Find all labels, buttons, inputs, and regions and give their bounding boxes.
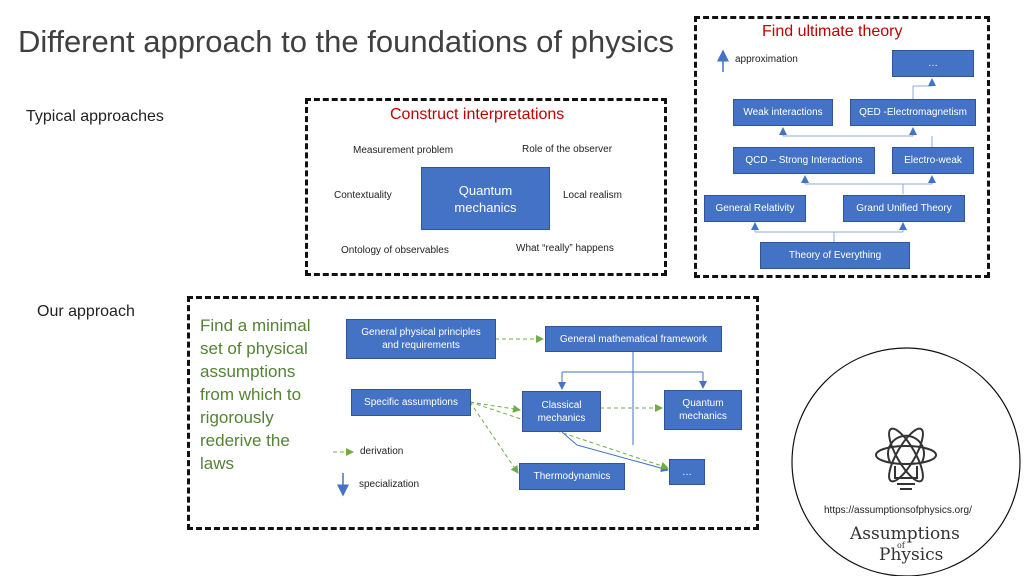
classical-mechanics-box: Classical mechanics	[522, 391, 601, 432]
our-approach-label: Our approach	[37, 303, 135, 320]
legend-derivation-label: derivation	[360, 446, 404, 457]
ultimate-theory-region	[694, 16, 990, 278]
interpretations-heading: Construct interpretations	[390, 106, 565, 123]
logo-text-of: of	[897, 541, 905, 550]
measurement-problem-label: Measurement problem	[353, 145, 454, 156]
general-principles-box: General physical principles and requirem…	[346, 319, 496, 359]
bulb-atom-icon	[875, 427, 937, 490]
contextuality-label: Contextuality	[334, 190, 392, 201]
our-approach-region	[187, 296, 759, 530]
typical-approaches-label: Typical approaches	[26, 108, 164, 125]
website-link[interactable]: https://assumptionsofphysics.org/	[824, 505, 972, 516]
ultimate-tree-lines	[717, 49, 936, 242]
our-approach-lines	[333, 335, 707, 497]
ellipsis-derived-box: …	[669, 459, 705, 485]
role-of-observer-label: Role of the observer	[522, 144, 613, 155]
logo-text-physics: Physics	[879, 545, 944, 565]
specific-assumptions-box: Specific assumptions	[351, 389, 471, 416]
qcd-box: QCD – Strong Interactions	[733, 147, 875, 174]
quantum-mechanics-center-box: Quantum mechanics	[421, 167, 550, 230]
approximation-label: approximation	[735, 54, 798, 65]
weak-interactions-box: Weak interactions	[733, 99, 833, 126]
ellipsis-theory-box: …	[892, 50, 974, 77]
logo-text-assumptions: Assumptions	[850, 524, 960, 544]
legend-specialization-label: specialization	[359, 479, 420, 490]
what-really-happens-label: What “really” happens	[516, 243, 614, 254]
local-realism-label: Local realism	[563, 190, 622, 201]
interpretations-region	[305, 98, 667, 276]
general-relativity-box: General Relativity	[704, 195, 806, 222]
theory-of-everything-box: Theory of Everything	[760, 242, 910, 269]
grand-unified-theory-box: Grand Unified Theory	[843, 195, 965, 222]
quantum-mechanics-box: Quantum mechanics	[664, 390, 742, 430]
ultimate-theory-heading: Find ultimate theory	[762, 23, 903, 40]
ontology-label: Ontology of observables	[341, 245, 449, 256]
general-framework-box: General mathematical framework	[545, 326, 722, 352]
our-approach-description: Find a minimal set of physical assumptio…	[200, 316, 311, 473]
logo-circle	[791, 347, 1021, 576]
electroweak-box: Electro-weak	[892, 147, 974, 174]
thermodynamics-box: Thermodynamics	[519, 463, 625, 490]
qed-box: QED -Electromagnetism	[850, 99, 976, 126]
page-title: Different approach to the foundations of…	[18, 24, 675, 59]
